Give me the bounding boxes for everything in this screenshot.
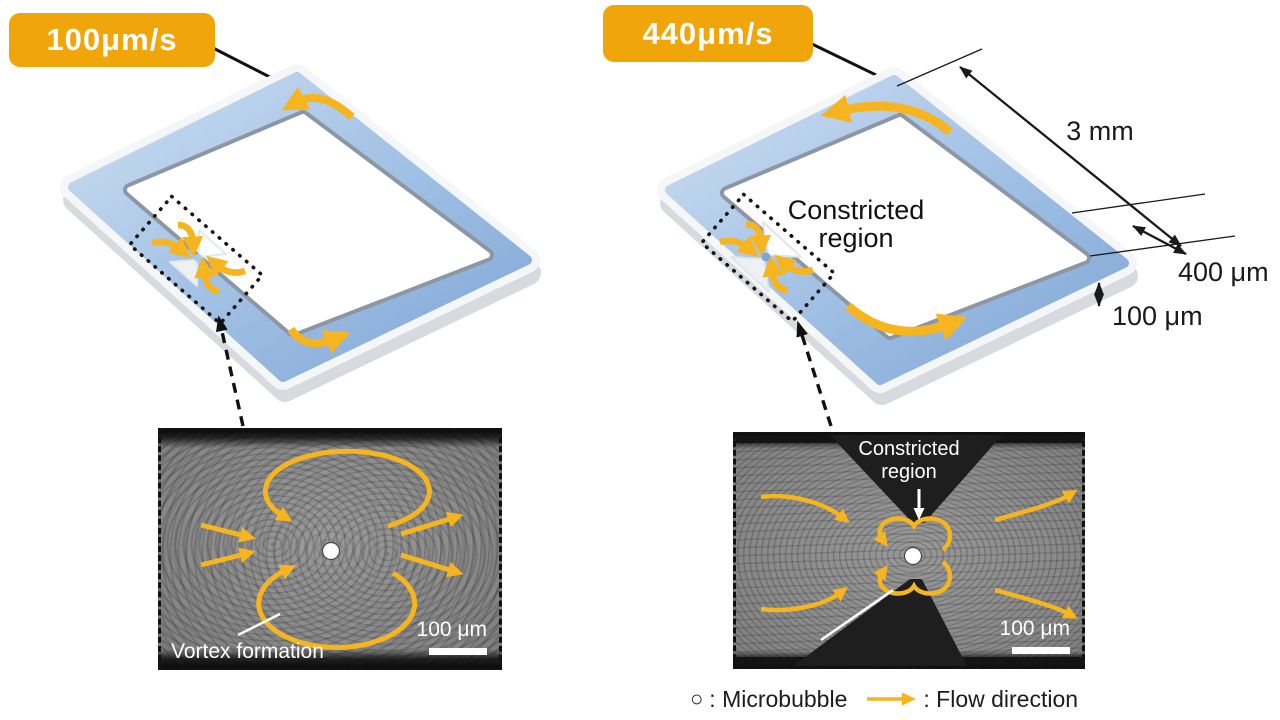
left-ring-channel-diagram <box>60 64 541 402</box>
left-converging-arrow-1 <box>177 221 204 258</box>
right-ring-channel-diagram <box>657 67 1138 405</box>
right-converging-arrow-1 <box>745 220 772 257</box>
left-scalebar-label: 100 μm <box>416 617 487 641</box>
left-converging-arrow-3 <box>194 256 221 295</box>
right-outflow-arrow-upper <box>400 511 464 537</box>
legend-microbubble-label: : Microbubble <box>709 685 848 712</box>
left-converging-arrow-4 <box>206 255 247 278</box>
inset-constricted-label: Constricted region <box>736 438 1082 484</box>
upper-vortex-loop-arrow <box>262 448 432 529</box>
right-bottom-flow-arrow <box>845 302 968 341</box>
left-microscopy-inset: Vortex formation 100 μm <box>158 428 502 670</box>
left-zoom-region-box <box>127 193 265 327</box>
dimension-annotations <box>896 48 1236 307</box>
dim-label-3mm: 3 mm <box>1066 116 1134 146</box>
left-scale-bar <box>429 648 487 655</box>
left-top-flow-arrow <box>281 86 355 121</box>
lower-vortex-loop-arrow <box>256 564 418 650</box>
outflow-arrow-lower <box>994 587 1078 619</box>
left-inflow-arrow-lower <box>200 547 256 568</box>
dim-line-400um <box>1132 224 1187 256</box>
right-converging-arrow-3 <box>762 255 789 294</box>
constricted-region-label-line1: Constricted <box>788 195 925 225</box>
legend: ○ : Microbubble : Flow direction <box>690 684 1078 714</box>
right-outflow-arrow-lower <box>400 552 464 578</box>
outflow-arrow-upper <box>994 489 1078 523</box>
vortex-callout-line <box>237 612 281 637</box>
right-converging-arrow-4 <box>774 254 815 277</box>
left-bottom-flow-arrow <box>287 326 351 354</box>
dim-extension-line-top <box>896 48 983 87</box>
right-top-flow-arrow <box>820 94 953 136</box>
flow-direction-arrow-icon <box>867 692 917 706</box>
constricted-region-label-line2: region <box>818 223 893 253</box>
left-inset-overlay <box>200 448 464 650</box>
constriction-wall-bottom <box>794 579 967 666</box>
microbubble-icon <box>903 546 923 566</box>
right-zoom-region-box <box>699 191 837 325</box>
legend-flow-label: : Flow direction <box>923 685 1079 712</box>
right-velocity-badge: 440μm/s <box>603 5 813 62</box>
vortex-lobe-arrow-upper <box>873 516 953 552</box>
dim-label-400um: 400 μm <box>1178 257 1269 287</box>
inset-constricted-label-line1: Constricted <box>858 438 960 460</box>
inset-constricted-label-line2: region <box>881 461 937 483</box>
vortex-formation-label: Vortex formation <box>171 639 324 663</box>
dim-label-100um: 100 μm <box>1112 301 1203 331</box>
right-scale-bar <box>1012 647 1070 654</box>
left-velocity-badge: 100μm/s <box>9 13 215 67</box>
microbubble-icon <box>321 541 341 561</box>
dim-line-3mm <box>959 66 1182 247</box>
dim-extension-line-width-inner <box>1071 193 1206 214</box>
right-microbubble-dot <box>761 252 771 262</box>
right-scalebar-label: 100 μm <box>999 616 1070 640</box>
left-inflow-arrow-upper <box>200 522 256 543</box>
left-microbubble-dot <box>194 254 202 262</box>
inflow-arrow-upper <box>760 493 850 524</box>
right-inset-overlay <box>736 435 1082 666</box>
left-converging-arrow-2 <box>151 236 191 259</box>
right-microscopy-inset: Constricted region 100 μm <box>733 432 1085 669</box>
microbubble-symbol-icon: ○ <box>690 686 704 711</box>
inflow-arrow-lower <box>760 587 848 613</box>
vortex-lobe-arrow-lower <box>873 560 953 596</box>
vortex-callout-line <box>820 588 894 642</box>
right-converging-arrow-2 <box>719 235 759 258</box>
